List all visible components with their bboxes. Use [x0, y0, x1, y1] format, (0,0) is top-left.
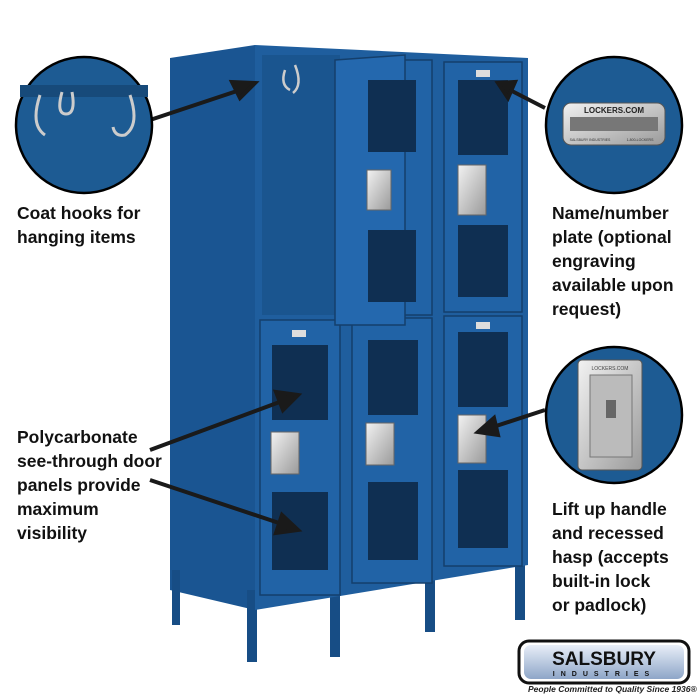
handle-label: Lift up handle and recessed hasp (accept…	[552, 499, 669, 615]
number-plates	[292, 70, 490, 337]
logo-name: SALSBURY	[552, 649, 656, 670]
recessed-handles	[270, 164, 487, 475]
coat-hooks-detail-circle	[14, 55, 154, 195]
open-compartment	[262, 55, 340, 315]
coat-hooks-label: Coat hooks for hanging items	[17, 203, 141, 247]
logo-tagline: People Committed to Quality Since 1936®	[528, 684, 697, 694]
logo-sub: INDUSTRIES	[553, 671, 655, 678]
plate-sub-right: 1-800-LOCKERS	[627, 138, 655, 142]
coat-hook	[282, 64, 300, 94]
panels-label: Polycarbonate see-through door panels pr…	[17, 427, 162, 543]
callout-arrows	[149, 79, 546, 536]
plate-title: LOCKERS.COM	[584, 106, 644, 115]
name-plate-detail-circle: LOCKERS.COM SALSBURY INDUSTRIES 1-800-LO…	[544, 55, 684, 195]
handle-detail-circle: LOCKERS.COM	[544, 345, 684, 485]
handle-text: LOCKERS.COM	[592, 366, 629, 372]
plate-sub-left: SALSBURY INDUSTRIES	[570, 138, 611, 142]
locker-side-panel	[170, 45, 255, 610]
name-plate-label: Name/number plate (optional engraving av…	[552, 203, 674, 319]
salsbury-logo: SALSBURY INDUSTRIES	[517, 639, 691, 685]
locker-legs	[172, 560, 525, 662]
